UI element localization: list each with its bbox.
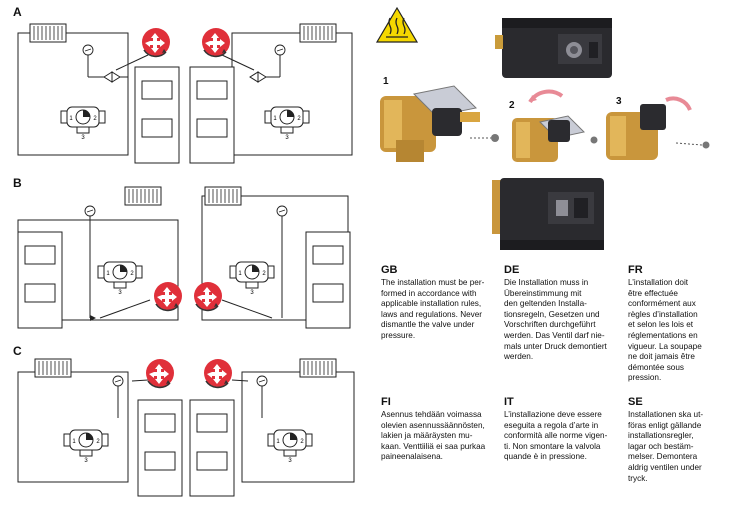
section-c-diagram <box>17 358 355 497</box>
section-a-diagram <box>17 23 353 164</box>
instruction-se: SE Installationen ska ut- föras enligt g… <box>628 396 746 484</box>
instruction-text-de: Die Installation muss in Übereinstimmung… <box>504 278 607 362</box>
instruction-fr: FR L’installation doit être effectuée co… <box>628 264 746 384</box>
language-code-it: IT <box>504 396 514 408</box>
step-number-1: 1 <box>383 76 389 87</box>
instruction-text-it: L’installazione deve essere eseguita a r… <box>504 410 608 462</box>
actuator-photo-bottom <box>492 178 604 250</box>
instruction-de: DE Die Installation muss in Übereinstimm… <box>504 264 628 363</box>
section-label-c: C <box>13 344 22 358</box>
language-code-de: DE <box>504 264 520 276</box>
instruction-fi: FI Asennus tehdään voimassa olevien asen… <box>381 396 505 463</box>
language-code-gb: GB <box>381 264 398 276</box>
instruction-it: IT L’installazione deve essere eseguita … <box>504 396 628 463</box>
instruction-text-se: Installationen ska ut- föras enligt gäll… <box>628 410 704 483</box>
valve-assembly-photo-3 <box>606 96 710 160</box>
language-code-fi: FI <box>381 396 391 408</box>
language-code-se: SE <box>628 396 643 408</box>
actuator-photo-top <box>495 18 612 78</box>
instruction-text-gb: The installation must be per- formed in … <box>381 278 485 340</box>
section-label-a: A <box>13 5 22 19</box>
instruction-text-fi: Asennus tehdään voimassa olevien asennus… <box>381 410 486 462</box>
section-label-b: B <box>13 176 22 190</box>
step-number-2: 2 <box>509 100 515 111</box>
section-b-diagram <box>17 186 351 329</box>
language-code-fr: FR <box>628 264 643 276</box>
valve-assembly-photo-2 <box>512 89 598 162</box>
step-number-3: 3 <box>616 96 622 107</box>
hot-surface-warning-icon <box>375 6 419 43</box>
valve-assembly-photo-1 <box>380 85 499 162</box>
instruction-text-fr: L’installation doit être effectuée confo… <box>628 278 702 383</box>
instruction-gb: GB The installation must be per- formed … <box>381 264 505 342</box>
